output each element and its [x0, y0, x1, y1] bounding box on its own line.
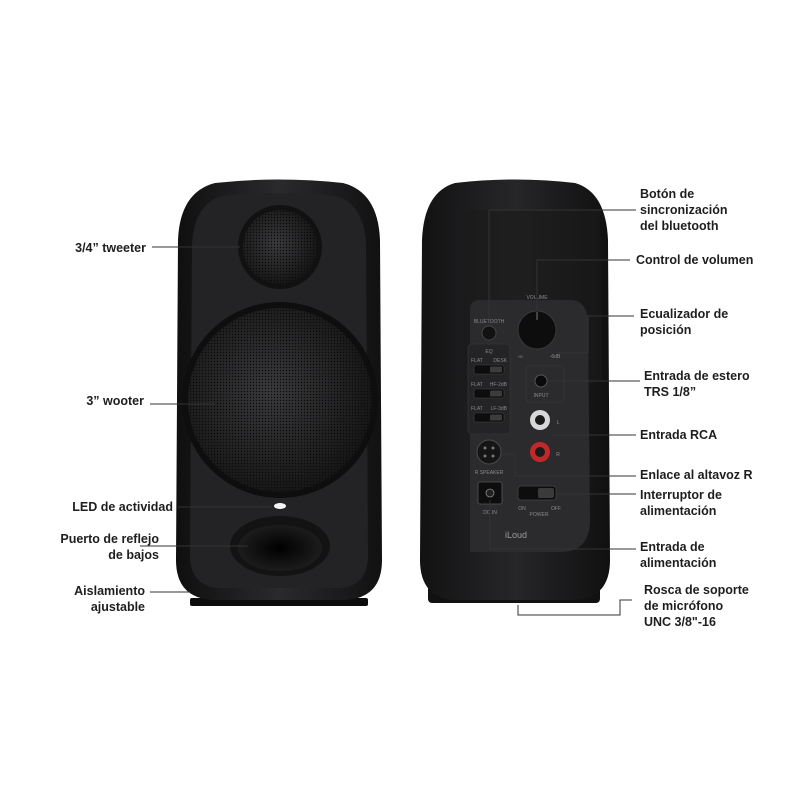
callout-activity-led: LED de actividad [72, 500, 173, 514]
rca-left-label: L [557, 420, 560, 426]
eq-panel-label: EQ [485, 349, 492, 355]
volume-max-label: -6dB [550, 354, 561, 360]
eq-switches: FLAT DESK FLAT HF-2dB FLAT LF-3dB [471, 358, 508, 423]
eq-right-label: LF-3dB [491, 406, 508, 412]
eq-right-label: HF-2dB [490, 382, 508, 388]
bluetooth-button [481, 325, 497, 341]
rca-right-label: R [556, 452, 560, 458]
eq-left-label: FLAT [471, 382, 483, 388]
leader-lines [140, 209, 640, 616]
power-on-label: ON [518, 506, 526, 512]
callout-power-input: Entrada de alimentación [640, 540, 717, 570]
eq-right-label: DESK [493, 358, 507, 364]
eq-switch-knob [490, 366, 502, 373]
callout-woofer: 3” wooter [86, 394, 144, 408]
tweeter-mesh [243, 210, 317, 284]
callout-speaker-link: Enlace al altavoz R [640, 468, 753, 482]
callout-bass-port: Puerto de reflejo de bajos [60, 532, 159, 562]
callout-volume-control: Control de volumen [636, 253, 754, 267]
eq-left-label: FLAT [471, 406, 483, 412]
power-off-label: OFF [551, 506, 561, 512]
speaker-link-jack [476, 439, 502, 465]
speaker-panel-label: R SPEAKER [475, 470, 504, 476]
callout-power-switch: Interruptor de alimentación [640, 488, 722, 518]
volume-min-label: -∞ [517, 354, 523, 360]
power-panel-label: POWER [530, 512, 549, 518]
callout-tweeter: 3/4” tweeter [75, 241, 146, 255]
callout-isolation: Aislamiento ajustable [74, 584, 145, 614]
brand-logo: iLoud [505, 530, 527, 540]
front-speaker [176, 179, 382, 606]
woofer-mesh [188, 308, 372, 492]
input-panel-label: INPUT [534, 393, 549, 399]
activity-led [274, 503, 286, 509]
callout-mic-thread: Rosca de soporte de micrófono UNC 3/8"-1… [644, 583, 749, 629]
eq-switch-knob [490, 414, 502, 421]
eq-switch-knob [490, 390, 502, 397]
trs-jack [534, 374, 548, 388]
bass-port [238, 525, 322, 571]
callout-trs-input: Entrada de estero TRS 1/8” [644, 369, 750, 399]
eq-left-label: FLAT [471, 358, 483, 364]
callout-eq: Ecualizador de posición [640, 307, 729, 337]
callout-bluetooth-button: Botón de sincronización del bluetooth [640, 187, 728, 233]
callout-rca-input: Entrada RCA [640, 428, 718, 442]
